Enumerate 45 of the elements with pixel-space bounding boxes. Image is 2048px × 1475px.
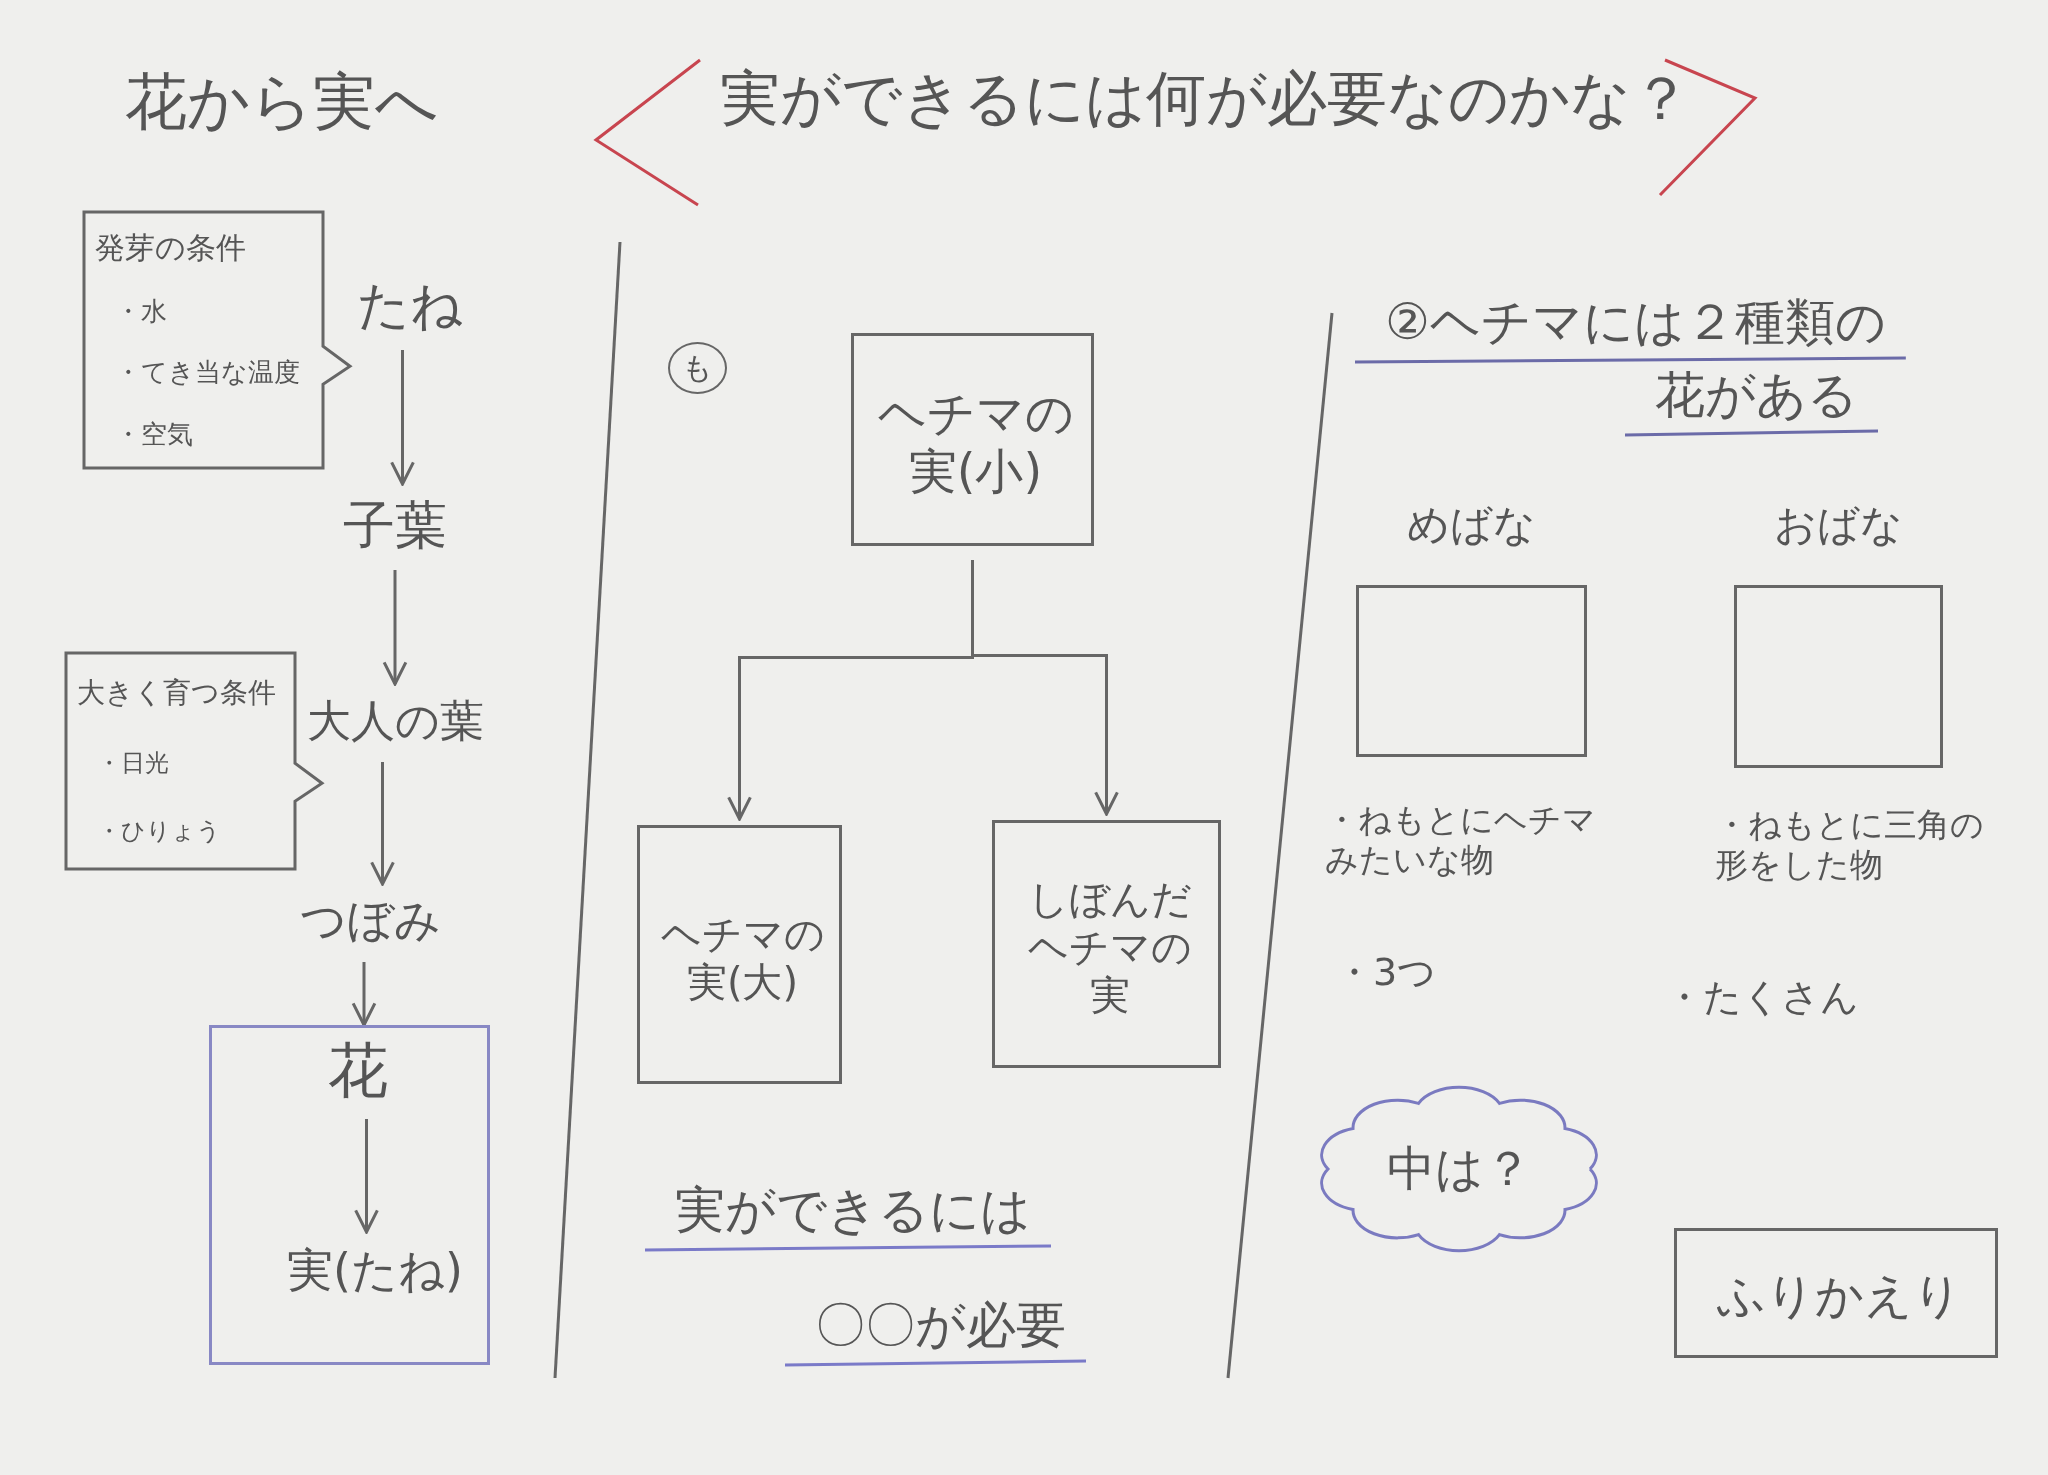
arrow — [354, 1119, 379, 1234]
list-item: ・空気 — [114, 418, 193, 450]
text-box — [851, 333, 1094, 546]
list-item: ・日光 — [96, 749, 169, 778]
text-box — [637, 825, 842, 1084]
step-text: つぼみ — [295, 890, 445, 952]
conclusion-text: 〇〇が必要 — [815, 1295, 1066, 1355]
box-text: ヘチマの実(小) — [876, 384, 1075, 501]
box-text: ふりかえり — [1716, 1267, 1962, 1325]
step-text: 実(たね) — [265, 1238, 485, 1304]
text-box — [1674, 1228, 1998, 1358]
step-text: たね — [350, 270, 470, 340]
step-text: 花 — [313, 1031, 403, 1109]
box-heading: 発芽の条件 — [95, 230, 246, 267]
note-text: ・ねもとにヘチマみたいな物 — [1325, 800, 1597, 880]
box-text: ヘチマの実(大) — [659, 909, 826, 1006]
flower-label: めばな — [1406, 500, 1536, 551]
title: 花から実へ — [125, 65, 438, 140]
arrow — [971, 560, 1119, 816]
flower-label: おばな — [1773, 500, 1903, 551]
framed-box — [209, 1025, 490, 1365]
arrow — [390, 350, 415, 486]
step-text: 大人の葉 — [290, 690, 500, 752]
box-text: しぼんだヘチマの実 — [1026, 875, 1193, 1019]
section-heading: 花がある — [1655, 365, 1858, 425]
step-text: 子葉 — [335, 490, 455, 560]
box-text: 中は？ — [1386, 1140, 1532, 1198]
list-item: ・水 — [114, 296, 167, 328]
list-item: ・てき当な温度 — [114, 357, 300, 389]
note-text: ・ねもとに三角の形をした物 — [1715, 805, 1985, 885]
box-heading: 大きく育つ条件 — [77, 675, 276, 710]
section-heading: ②ヘチマには２種類の — [1385, 292, 1886, 352]
circled-letter: も — [668, 342, 727, 394]
arrow — [351, 962, 377, 1027]
question-heading: 実ができるには何が必要なのかな？ — [720, 62, 1691, 134]
arrow — [370, 762, 395, 886]
arrow — [382, 570, 408, 686]
text-box — [992, 820, 1221, 1068]
conclusion-text: 実ができるには — [675, 1180, 1031, 1240]
speech-bubble — [81, 209, 353, 471]
list-item: ・ひりょう — [96, 817, 221, 847]
note-text: ・3つ — [1335, 950, 1437, 996]
empty-box — [1734, 585, 1943, 768]
note-text: ・たくさん — [1665, 975, 1859, 1021]
empty-box — [1356, 585, 1587, 757]
